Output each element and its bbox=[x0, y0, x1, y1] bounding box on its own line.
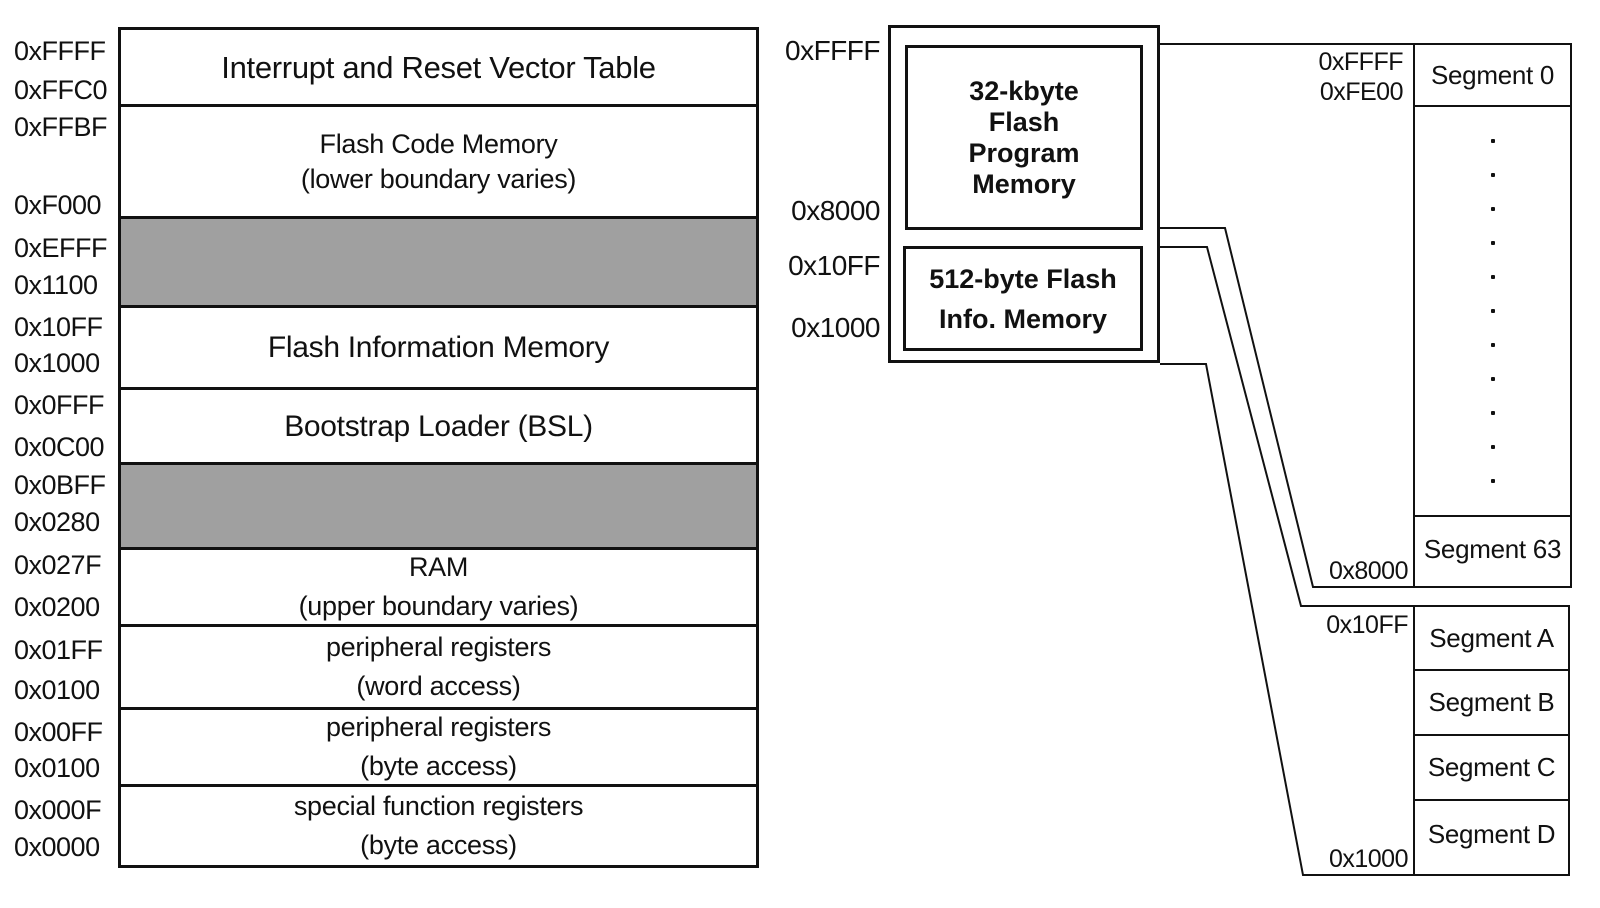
addr-label: 0x0BFF bbox=[14, 470, 106, 500]
segment-label: Segment C bbox=[1427, 752, 1556, 782]
addr-label: 0xFE00 bbox=[1319, 78, 1404, 106]
addr-label: 0xFFC0 bbox=[14, 75, 108, 105]
segment-ellipsis bbox=[1415, 107, 1570, 517]
box-label-line: Flash bbox=[988, 106, 1060, 137]
addr-label: 0xFFBF bbox=[14, 112, 108, 142]
dot bbox=[1490, 411, 1495, 415]
segment-label: Segment 63 bbox=[1423, 534, 1562, 564]
row-ram: RAM (upper boundary varies) bbox=[121, 550, 756, 627]
connector-0x8000 bbox=[1160, 227, 1413, 588]
row-reserved-lower bbox=[121, 465, 756, 550]
addr-label: 0xEFFF bbox=[14, 233, 108, 263]
memory-map-table: Interrupt and Reset Vector Table Flash C… bbox=[118, 27, 759, 868]
addr-label: 0x0FFF bbox=[14, 390, 105, 420]
row-special-function-registers: special function registers (byte access) bbox=[121, 787, 756, 865]
addr-label: 0x00FF bbox=[14, 717, 103, 747]
addr-label: 0x0200 bbox=[14, 592, 100, 622]
region-label: peripheral registers bbox=[325, 632, 552, 662]
addr-label: 0xFFFF bbox=[14, 36, 106, 66]
addr-label: 0x10FF bbox=[788, 250, 880, 281]
region-label: Interrupt and Reset Vector Table bbox=[221, 49, 656, 85]
flash-program-memory-box: 32-kbyte Flash Program Memory bbox=[905, 45, 1143, 230]
addr-label: 0x000F bbox=[14, 795, 102, 825]
segment-cell-d: Segment D bbox=[1415, 801, 1568, 868]
region-label: special function registers bbox=[293, 791, 584, 821]
addr-label: 0x027F bbox=[14, 550, 102, 580]
addr-label: 0xF000 bbox=[14, 190, 102, 220]
row-peripheral-registers-byte: peripheral registers (byte access) bbox=[121, 710, 756, 787]
segment-label: Segment B bbox=[1428, 687, 1555, 717]
region-label: Bootstrap Loader (BSL) bbox=[284, 409, 593, 443]
row-flash-information-memory: Flash Information Memory bbox=[121, 308, 756, 390]
region-label: RAM bbox=[408, 552, 469, 582]
segment-cell-c: Segment C bbox=[1415, 736, 1568, 801]
addr-label: 0x0280 bbox=[14, 507, 100, 537]
box-label-line: Program bbox=[968, 137, 1080, 168]
addr-label: 0x10FF bbox=[14, 312, 103, 342]
dot bbox=[1490, 241, 1495, 245]
dot bbox=[1490, 139, 1495, 143]
segment-cell-b: Segment B bbox=[1415, 671, 1568, 736]
dot bbox=[1490, 207, 1495, 211]
addr-label: 0x01FF bbox=[14, 635, 103, 665]
addr-label: 0xFFFF bbox=[1318, 48, 1404, 76]
dot bbox=[1490, 479, 1495, 483]
addr-label: 0x1000 bbox=[791, 312, 880, 343]
region-sublabel: (byte access) bbox=[360, 751, 517, 781]
box-label-line: 512-byte Flash bbox=[929, 263, 1117, 294]
row-peripheral-registers-word: peripheral registers (word access) bbox=[121, 627, 756, 710]
dot bbox=[1490, 377, 1495, 381]
region-sublabel: (lower boundary varies) bbox=[300, 163, 577, 194]
addr-label: 0x1100 bbox=[14, 270, 98, 300]
region-sublabel: (byte access) bbox=[360, 830, 517, 860]
addr-label: 0x1000 bbox=[14, 348, 100, 378]
addr-label: 0x0100 bbox=[14, 753, 100, 783]
main-segment-table: Segment 0 Segment 63 bbox=[1413, 43, 1572, 588]
addr-label: 0xFFFF bbox=[785, 35, 881, 66]
region-label: Flash Information Memory bbox=[267, 331, 610, 364]
connector-0x10ff bbox=[1160, 246, 1413, 607]
addr-label: 0x0100 bbox=[14, 675, 100, 705]
addr-label: 0x8000 bbox=[791, 195, 880, 226]
dot bbox=[1490, 173, 1495, 177]
segment-label: Segment A bbox=[1429, 622, 1554, 653]
addr-label: 0x10FF bbox=[1326, 611, 1408, 639]
addr-label: 0x8000 bbox=[1328, 557, 1409, 585]
segment-cell-a: Segment A bbox=[1415, 607, 1568, 671]
segment-cell-0: Segment 0 bbox=[1415, 45, 1570, 107]
segment-label: Segment 0 bbox=[1430, 59, 1555, 90]
row-flash-code-memory: Flash Code Memory (lower boundary varies… bbox=[121, 107, 756, 219]
addr-label: 0x0000 bbox=[14, 832, 100, 862]
info-segment-table: Segment A Segment B Segment C Segment D bbox=[1413, 605, 1570, 876]
dot bbox=[1490, 309, 1495, 313]
row-bootstrap-loader: Bootstrap Loader (BSL) bbox=[121, 390, 756, 465]
box-label-line: Info. Memory bbox=[938, 303, 1107, 334]
addr-label: 0x1000 bbox=[1328, 845, 1409, 873]
region-sublabel: (word access) bbox=[356, 671, 521, 701]
region-label: peripheral registers bbox=[325, 712, 552, 742]
segment-label: Segment D bbox=[1427, 819, 1556, 849]
addr-label: 0x0C00 bbox=[14, 432, 105, 462]
box-label-line: 32-kbyte bbox=[969, 75, 1079, 106]
flash-info-memory-box: 512-byte Flash Info. Memory bbox=[903, 246, 1143, 351]
row-reserved-upper bbox=[121, 219, 756, 308]
row-interrupt-reset-vector-table: Interrupt and Reset Vector Table bbox=[121, 30, 756, 107]
segment-cell-63: Segment 63 bbox=[1415, 517, 1570, 582]
box-label-line: Memory bbox=[972, 168, 1076, 199]
dot bbox=[1490, 343, 1495, 347]
region-label: Flash Code Memory bbox=[319, 128, 558, 159]
dot bbox=[1490, 275, 1495, 279]
dot bbox=[1490, 445, 1495, 449]
region-sublabel: (upper boundary varies) bbox=[298, 591, 579, 621]
